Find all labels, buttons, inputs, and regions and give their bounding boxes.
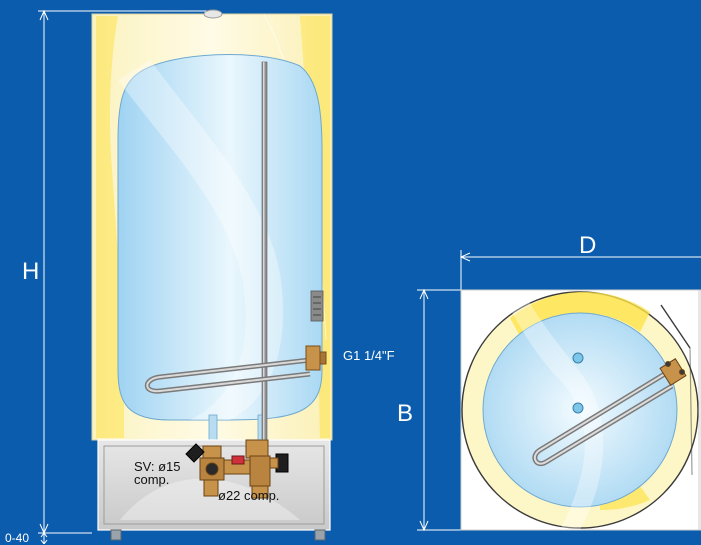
depth-dimension-line xyxy=(459,250,701,290)
valve-assembly xyxy=(185,439,289,499)
safety-valve-sublabel: comp. xyxy=(134,472,170,487)
flange-top xyxy=(659,358,687,386)
heater-flange-label: G1 1/4"F xyxy=(343,348,395,363)
feet-height-label: 0-40 xyxy=(5,531,30,545)
thermostat-rod xyxy=(261,61,268,443)
heating-element-front xyxy=(144,357,311,394)
depth-label: D xyxy=(579,232,597,259)
width-dimension-line xyxy=(417,288,461,532)
top-view xyxy=(460,289,701,531)
pipe-label: ø22 comp. xyxy=(218,488,280,503)
flange-front xyxy=(305,345,327,371)
side-connector xyxy=(310,290,324,322)
feet-dimension-line xyxy=(40,532,48,544)
safety-valve-label: SV: ø15 xyxy=(134,459,181,474)
height-label: H xyxy=(22,258,40,285)
width-label: B xyxy=(397,400,414,427)
feet xyxy=(110,529,326,541)
heating-element-top xyxy=(532,369,674,466)
